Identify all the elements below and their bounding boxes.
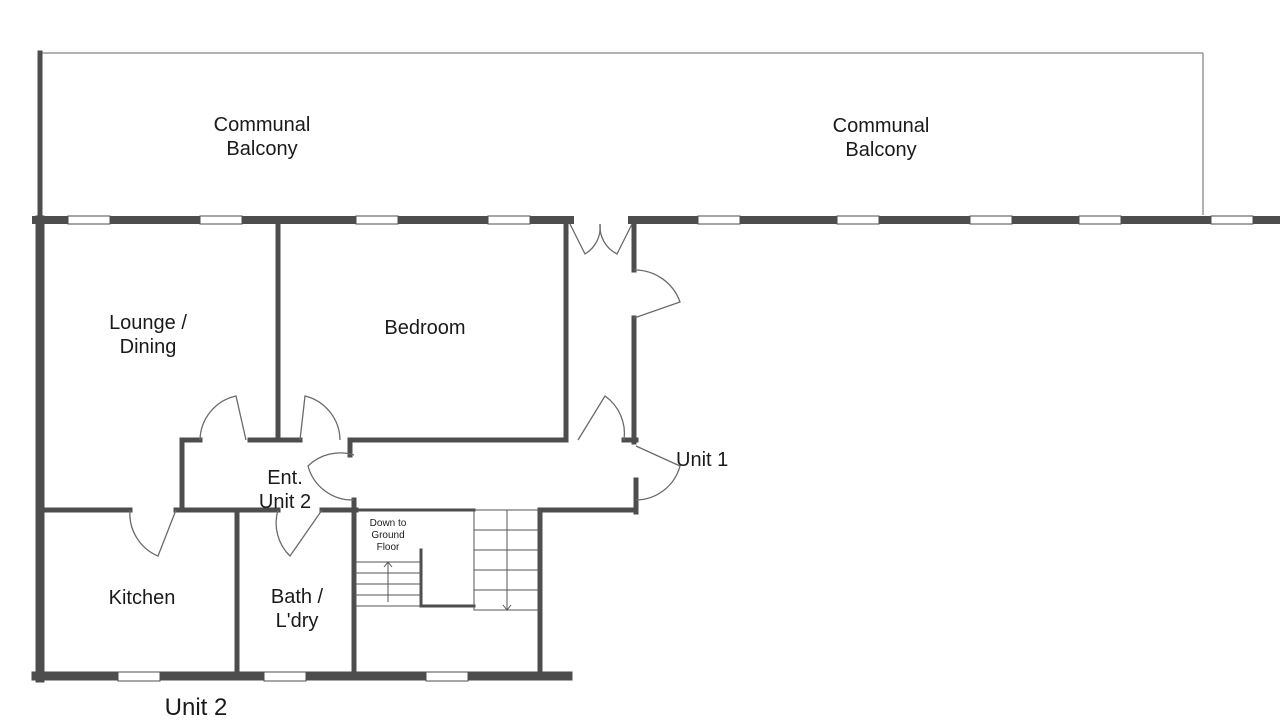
stairs [355,509,541,611]
room-label-lounge: Lounge / Dining [109,312,187,358]
doors [129,223,681,558]
room-label-bath: Bath / L'dry [270,586,324,632]
room-label-balcony-right: Communal Balcony [832,115,930,161]
unit-label-unit2: Unit 2 [164,694,228,721]
unit-label-unit1: Unit 1 [676,449,729,471]
room-label-entrance: Ent. Unit 2 [258,467,312,513]
balcony-outline [40,52,1204,215]
room-label-kitchen: Kitchen [108,587,176,609]
windows [67,215,1254,682]
room-label-stairs: Down to Ground Floor [369,518,407,553]
room-label-balcony-left: Communal Balcony [213,114,311,160]
room-label-bedroom: Bedroom [384,317,466,339]
